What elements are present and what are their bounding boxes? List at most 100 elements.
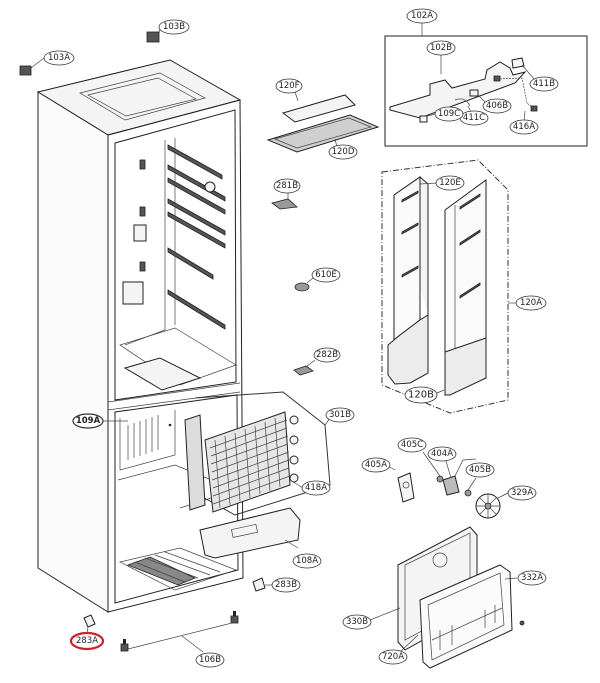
leader-109C bbox=[426, 113, 437, 117]
part-108A-shape bbox=[199, 507, 301, 559]
label-411B[interactable]: 411B bbox=[529, 76, 559, 92]
grille-slats bbox=[431, 605, 503, 650]
part-404A-shape bbox=[442, 475, 460, 496]
label-text-283A: 283A bbox=[76, 636, 98, 646]
leader-405C bbox=[422, 451, 441, 477]
label-text-418A: 418A bbox=[305, 483, 327, 493]
label-411C[interactable]: 411C bbox=[459, 110, 489, 126]
part-332A-shape bbox=[419, 564, 513, 669]
label-283B[interactable]: 283B bbox=[271, 577, 301, 593]
inner-back-left bbox=[124, 140, 166, 346]
label-text-120A: 120A bbox=[520, 298, 542, 308]
label-330B[interactable]: 330B bbox=[342, 614, 372, 630]
sensor-knob bbox=[204, 181, 216, 193]
wall-clip bbox=[139, 159, 146, 170]
cabinet-left-side bbox=[37, 91, 109, 613]
part-329A-fan bbox=[475, 493, 501, 519]
part-405B-shape bbox=[464, 489, 472, 497]
part-evaporator bbox=[184, 411, 299, 513]
leader-120F bbox=[294, 91, 299, 102]
label-text-405C: 405C bbox=[401, 440, 423, 450]
label-text-109A: 109A bbox=[76, 416, 101, 426]
label-405C[interactable]: 405C bbox=[397, 437, 427, 453]
label-120A[interactable]: 120A bbox=[515, 295, 547, 311]
label-text-411C: 411C bbox=[463, 113, 485, 123]
cover-slot bbox=[231, 523, 258, 538]
label-120D[interactable]: 120D bbox=[328, 144, 358, 160]
label-281B[interactable]: 281B bbox=[273, 178, 301, 194]
label-text-109C: 109C bbox=[438, 109, 460, 119]
part-405C-shape bbox=[436, 475, 444, 483]
part-406B-shape bbox=[469, 89, 479, 97]
part-411C-shape bbox=[454, 98, 471, 107]
label-102B[interactable]: 102B bbox=[426, 40, 456, 56]
part-103B-shape bbox=[146, 31, 160, 43]
leader-120E bbox=[419, 182, 438, 185]
connector bbox=[493, 75, 501, 82]
label-405A[interactable]: 405A bbox=[361, 457, 391, 473]
evaporator-tubing bbox=[127, 415, 159, 460]
label-text-103A: 103A bbox=[48, 53, 70, 63]
label-text-120E: 120E bbox=[439, 178, 461, 188]
label-103B[interactable]: 103B bbox=[158, 19, 190, 35]
label-120E[interactable]: 120E bbox=[435, 175, 465, 191]
leader-418A bbox=[289, 479, 304, 489]
fan-opening bbox=[432, 552, 448, 568]
label-text-332A: 332A bbox=[521, 573, 543, 583]
label-108A[interactable]: 108A bbox=[292, 553, 322, 569]
label-103A[interactable]: 103A bbox=[43, 50, 75, 66]
label-text-404A: 404A bbox=[431, 449, 453, 459]
label-106B[interactable]: 106B bbox=[195, 652, 225, 668]
part-120B-panel bbox=[444, 179, 487, 397]
part-411B-shape bbox=[511, 57, 525, 69]
label-109C[interactable]: 109C bbox=[434, 106, 464, 122]
label-text-106B: 106B bbox=[199, 655, 221, 665]
label-301B[interactable]: 301B bbox=[325, 407, 355, 423]
label-329A[interactable]: 329A bbox=[507, 485, 537, 501]
label-109A[interactable]: 109A bbox=[72, 413, 104, 429]
leader-330B bbox=[369, 607, 401, 621]
label-283A[interactable]: 283A bbox=[69, 631, 105, 651]
wall-clip bbox=[139, 206, 146, 217]
motor-hub bbox=[402, 481, 410, 489]
part-102B-bracket bbox=[389, 61, 527, 119]
label-610E[interactable]: 610E bbox=[311, 267, 341, 283]
fridge-compartment-opening bbox=[114, 109, 237, 401]
label-332A[interactable]: 332A bbox=[517, 570, 547, 586]
screw bbox=[519, 620, 525, 626]
label-text-720A: 720A bbox=[382, 652, 404, 662]
crisper-cover bbox=[123, 357, 202, 391]
label-120B[interactable]: 120B bbox=[404, 386, 438, 404]
top-recess bbox=[79, 72, 206, 121]
leader-610E bbox=[306, 277, 314, 284]
label-text-329A: 329A bbox=[511, 488, 533, 498]
label-text-610E: 610E bbox=[315, 270, 337, 280]
label-text-405B: 405B bbox=[469, 465, 491, 475]
part-283A-shape bbox=[83, 614, 96, 628]
assembly-301B-frame bbox=[189, 391, 331, 516]
label-404A[interactable]: 404A bbox=[427, 446, 457, 462]
assembly-120A-frame bbox=[381, 159, 509, 414]
freezer-compartment-opening bbox=[114, 394, 239, 604]
leader-108A bbox=[284, 539, 299, 549]
label-102A[interactable]: 102A bbox=[406, 8, 438, 24]
label-text-120F: 120F bbox=[278, 81, 299, 91]
leader-720A bbox=[399, 634, 419, 653]
shelf-rails bbox=[167, 144, 226, 330]
part-282B-shape bbox=[293, 365, 314, 376]
freezer-mid-shelf bbox=[117, 464, 238, 509]
wall-bracket-lower bbox=[122, 281, 144, 305]
label-406B[interactable]: 406B bbox=[482, 98, 512, 114]
label-416A[interactable]: 416A bbox=[509, 119, 539, 135]
label-282B[interactable]: 282B bbox=[313, 347, 341, 363]
label-418A[interactable]: 418A bbox=[301, 480, 331, 496]
part-281B-shape bbox=[271, 198, 298, 210]
label-text-405A: 405A bbox=[365, 460, 387, 470]
label-text-281B: 281B bbox=[276, 181, 298, 191]
label-120F[interactable]: 120F bbox=[275, 78, 303, 94]
foot-connector-line bbox=[127, 622, 233, 650]
part-103A-shape bbox=[19, 65, 32, 76]
label-405B[interactable]: 405B bbox=[465, 462, 495, 478]
label-720A[interactable]: 720A bbox=[378, 649, 408, 665]
